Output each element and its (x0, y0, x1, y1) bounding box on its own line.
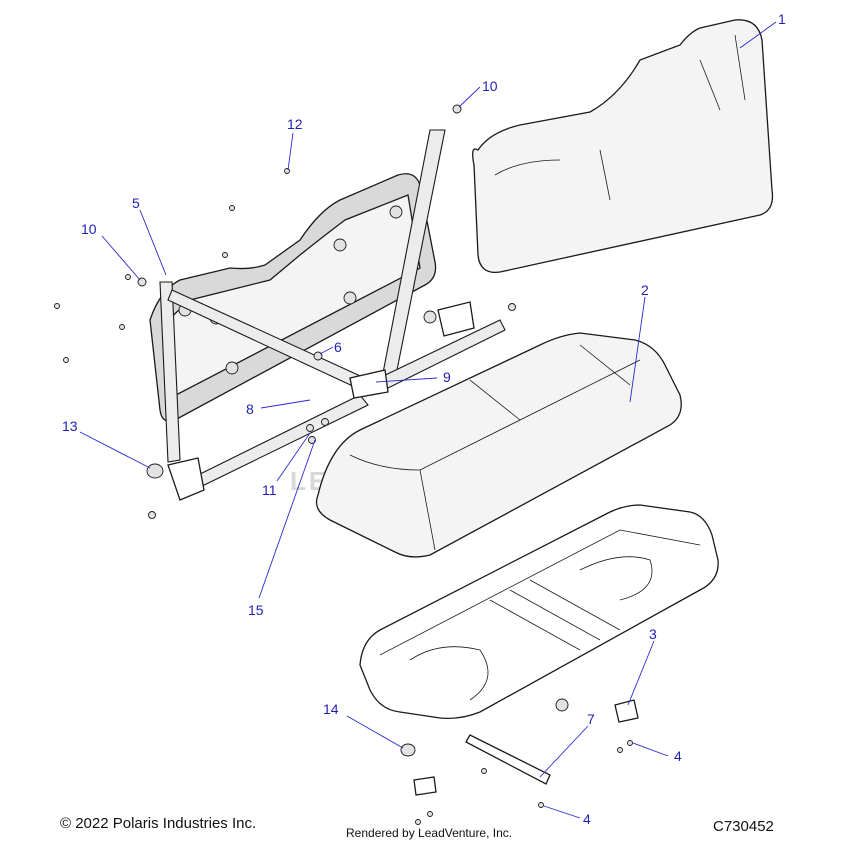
bumper (400, 743, 416, 757)
hardware-fasteners (54, 104, 633, 825)
bracket-plate (413, 776, 437, 796)
rendered-by-notice: Rendered by LeadVenture, Inc. (346, 826, 513, 840)
callout-7: 7 (587, 711, 595, 727)
callout-1: 1 (778, 11, 786, 27)
callout-4a: 4 (674, 748, 682, 764)
leader-lines (79, 21, 777, 819)
callout-10b: 10 (81, 221, 97, 237)
callout-8: 8 (246, 401, 254, 417)
grommet (146, 463, 164, 479)
callout-4b: 4 (583, 811, 591, 827)
callout-15: 15 (248, 602, 264, 618)
callout-labels: 1 2 3 4 4 5 6 7 8 9 10 10 11 12 13 14 15 (62, 11, 786, 827)
callout-14: 14 (323, 701, 339, 717)
callout-13: 13 (62, 418, 78, 434)
callout-3: 3 (649, 626, 657, 642)
callout-11: 11 (262, 482, 277, 498)
seat-back-cushion (472, 19, 774, 274)
small-bracket (614, 699, 639, 723)
callout-9: 9 (443, 369, 451, 385)
callout-5: 5 (132, 195, 140, 211)
callout-6: 6 (334, 339, 342, 355)
callout-10a: 10 (482, 78, 498, 94)
bracket-strip (465, 734, 551, 785)
seat-base-frame (359, 504, 719, 720)
copyright-notice: © 2022 Polaris Industries Inc. (60, 815, 257, 832)
bumper-2 (555, 698, 569, 712)
seat-bottom-cushion (315, 332, 682, 558)
diagram-code: C730452 (713, 818, 774, 835)
callout-2: 2 (641, 282, 649, 298)
callout-12: 12 (287, 116, 303, 132)
